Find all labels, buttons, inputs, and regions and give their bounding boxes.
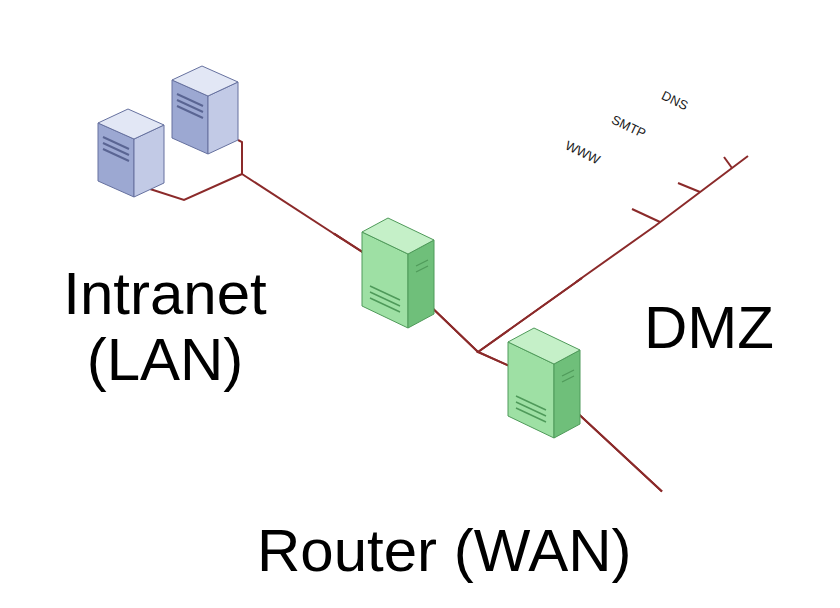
vent-mark	[614, 160, 626, 166]
server-stub-wire	[632, 209, 660, 222]
server-label: SMTP	[609, 112, 648, 142]
vent-mark	[660, 140, 690, 154]
workstation-icon	[98, 109, 164, 197]
vent-mark	[568, 192, 598, 206]
network-zone-outline	[18, 56, 334, 248]
server-stub-wire	[724, 157, 732, 168]
vent-mark	[660, 134, 672, 140]
text-slot: DNS	[650, 82, 699, 118]
vent-mark	[660, 128, 672, 134]
server-box-face	[652, 74, 698, 170]
text-slot: WWW	[558, 134, 607, 170]
router-box-face	[712, 498, 756, 536]
server-box-face	[606, 134, 632, 222]
router-box-face	[668, 480, 756, 516]
server-box-face	[652, 60, 724, 96]
vent-mark	[660, 134, 690, 148]
vent-mark	[614, 154, 626, 160]
vent-mark	[682, 508, 702, 517]
router-heading: Router (WAN)	[257, 518, 631, 584]
router-box-face	[668, 497, 712, 536]
router-box-outline	[662, 476, 760, 546]
zone-heading: Intranet (LAN)	[45, 261, 285, 393]
workstation-icon	[172, 66, 238, 154]
server-box-face	[560, 126, 606, 222]
vent-mark	[720, 510, 748, 522]
lan-uplink-wire	[242, 174, 342, 239]
vent-mark	[568, 180, 598, 194]
vent-mark	[706, 108, 718, 114]
vent-mark	[568, 186, 598, 200]
network-zone-face	[20, 60, 330, 244]
network-zone: DMZWWWSMTPDNS	[508, 108, 835, 278]
text-slot: Router (WAN)	[257, 518, 631, 584]
server-box-face	[652, 108, 678, 196]
router-box: Router (WAN)	[662, 476, 760, 546]
text-slot: DMZ	[629, 295, 789, 361]
dmz-bus-wire	[576, 156, 748, 282]
network-zone-face	[512, 112, 830, 272]
server-box-face	[606, 100, 652, 196]
lan-wiring	[150, 140, 342, 239]
vent-mark	[614, 160, 644, 174]
server-box: DNS	[652, 58, 724, 170]
zone-heading: DMZ	[629, 295, 789, 361]
vent-mark	[614, 166, 644, 180]
server-box-outline	[652, 58, 724, 170]
server-stub-wire	[678, 183, 700, 192]
server-label: DNS	[659, 88, 691, 114]
network-link	[478, 278, 662, 491]
network-zone-outline	[508, 108, 835, 278]
vent-mark	[706, 102, 718, 108]
firewall-icon	[508, 328, 580, 438]
server-label: WWW	[563, 138, 603, 168]
dmz-wiring	[576, 156, 748, 282]
network-zone: Intranet (LAN)	[18, 56, 334, 248]
server-box-face	[698, 82, 724, 170]
text-slot: SMTP	[604, 108, 653, 144]
text-slot: Intranet (LAN)	[45, 261, 285, 393]
vent-mark	[614, 154, 644, 168]
firewall-icon	[362, 218, 434, 328]
vent-mark	[660, 128, 690, 142]
